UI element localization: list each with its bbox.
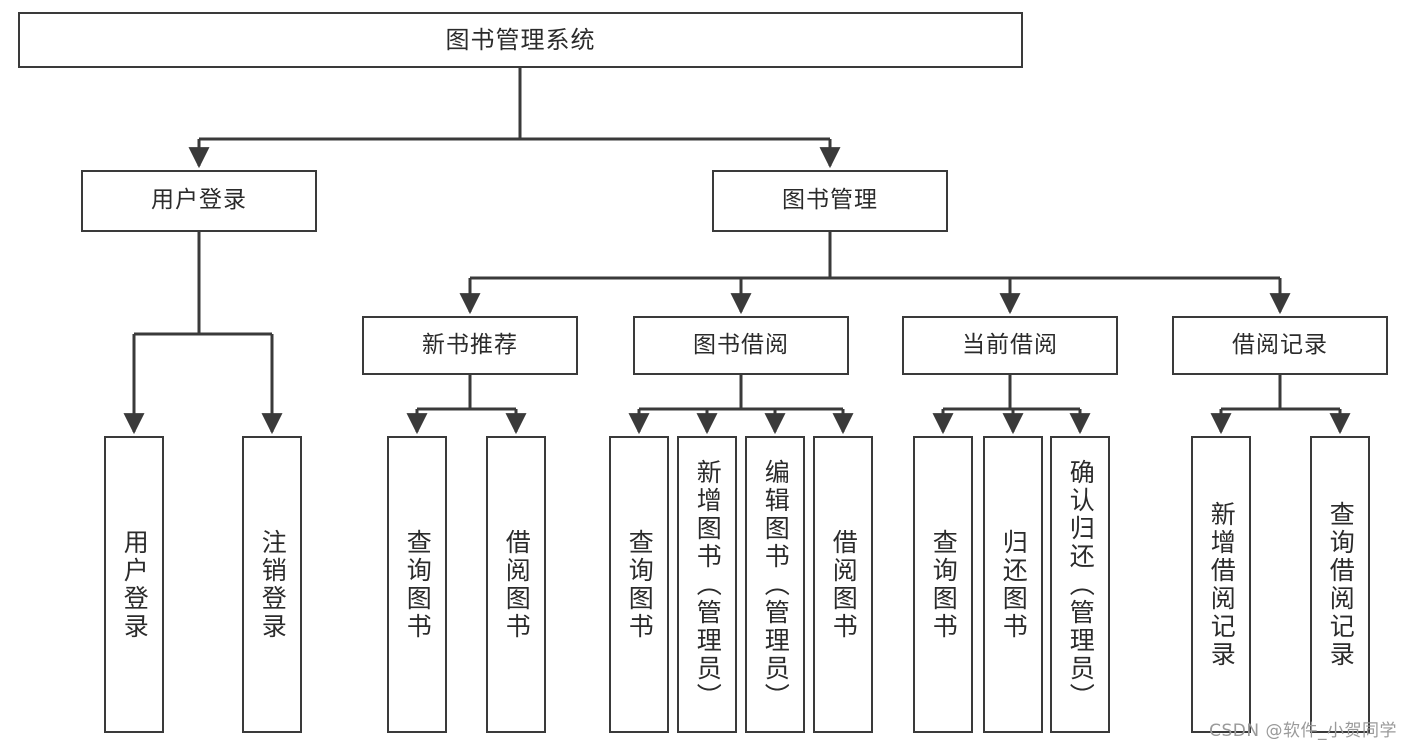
leaf-node-label: 新增图书（管理员）: [693, 458, 723, 711]
level3-node-label: 当前借阅: [962, 331, 1058, 358]
leaf-node-2[interactable]: 查询图书: [387, 436, 447, 733]
leaf-node-6[interactable]: 编辑图书（管理员）: [745, 436, 805, 733]
leaf-node-label: 借阅图书: [829, 528, 859, 641]
csdn-watermark: CSDN @软件_小贺同学: [1209, 721, 1397, 741]
root-node-0[interactable]: 图书管理系统: [18, 12, 1023, 68]
leaf-node-label: 编辑图书（管理员）: [761, 458, 791, 711]
leaf-node-10[interactable]: 确认归还（管理员）: [1050, 436, 1110, 733]
leaf-node-3[interactable]: 借阅图书: [486, 436, 546, 733]
leaf-node-label: 确认归还（管理员）: [1066, 458, 1096, 711]
leaf-node-label: 借阅图书: [502, 528, 532, 641]
leaf-node-label: 归还图书: [999, 528, 1029, 641]
level2-node-0[interactable]: 用户登录: [81, 170, 317, 232]
level2-node-label: 图书管理: [782, 187, 878, 214]
leaf-node-8[interactable]: 查询图书: [913, 436, 973, 733]
level3-node-3[interactable]: 借阅记录: [1172, 316, 1388, 375]
leaf-node-1[interactable]: 注销登录: [242, 436, 302, 733]
leaf-node-label: 查询借阅记录: [1326, 500, 1356, 669]
level2-node-1[interactable]: 图书管理: [712, 170, 948, 232]
leaf-node-7[interactable]: 借阅图书: [813, 436, 873, 733]
leaf-node-5[interactable]: 新增图书（管理员）: [677, 436, 737, 733]
leaf-node-12[interactable]: 查询借阅记录: [1310, 436, 1370, 733]
leaf-node-label: 新增借阅记录: [1207, 500, 1237, 669]
level3-node-label: 新书推荐: [422, 331, 518, 358]
root-node-label: 图书管理系统: [445, 25, 596, 54]
leaf-node-label: 查询图书: [929, 528, 959, 641]
level3-node-label: 图书借阅: [693, 331, 789, 358]
level2-node-label: 用户登录: [151, 187, 247, 214]
leaf-node-0[interactable]: 用户登录: [104, 436, 164, 733]
level3-node-label: 借阅记录: [1232, 331, 1328, 358]
leaf-node-4[interactable]: 查询图书: [609, 436, 669, 733]
level3-node-0[interactable]: 新书推荐: [362, 316, 578, 375]
leaf-node-11[interactable]: 新增借阅记录: [1191, 436, 1251, 733]
leaf-node-label: 查询图书: [403, 528, 433, 641]
leaf-node-9[interactable]: 归还图书: [983, 436, 1043, 733]
leaf-node-label: 注销登录: [258, 528, 288, 641]
leaf-node-label: 用户登录: [120, 528, 150, 641]
level3-node-1[interactable]: 图书借阅: [633, 316, 849, 375]
leaf-node-label: 查询图书: [625, 528, 655, 641]
level3-node-2[interactable]: 当前借阅: [902, 316, 1118, 375]
